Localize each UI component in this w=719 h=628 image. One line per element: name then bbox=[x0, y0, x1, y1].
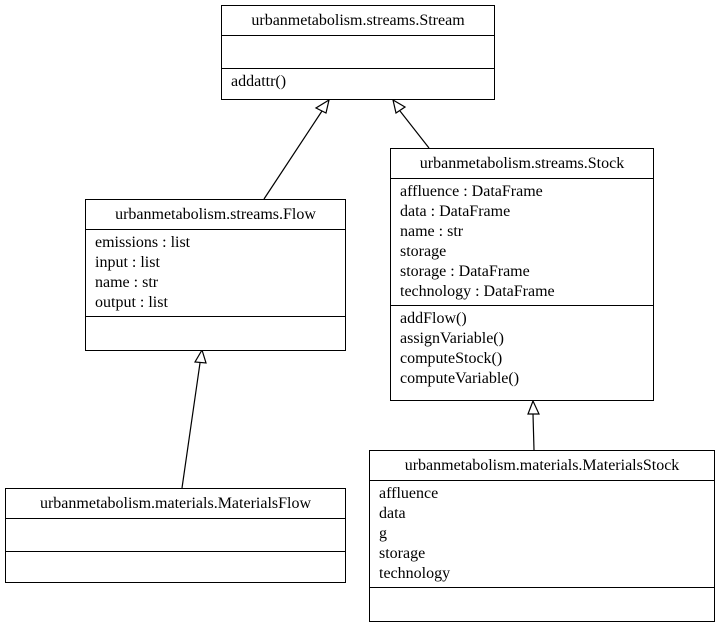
edge-stock-to-stream bbox=[399, 110, 430, 149]
edge-materialsstock-to-stock bbox=[532, 413, 535, 451]
inheritance-arrowhead bbox=[194, 348, 207, 364]
class-name: urbanmetabolism.streams.Flow bbox=[86, 200, 345, 230]
attribute: data bbox=[379, 505, 406, 522]
method: computeStock() bbox=[400, 350, 503, 367]
methods-section bbox=[370, 588, 714, 594]
method: addattr() bbox=[231, 73, 287, 90]
methods-section: addattr() bbox=[222, 69, 494, 95]
class-stock[interactable]: urbanmetabolism.streams.Stock affluence … bbox=[390, 148, 654, 401]
attribute: data : DataFrame bbox=[400, 203, 511, 220]
attribute: storage bbox=[379, 545, 426, 562]
class-name: urbanmetabolism.streams.Stock bbox=[391, 149, 653, 179]
class-name: urbanmetabolism.streams.Stream bbox=[222, 6, 494, 36]
attributes-section: affluence : DataFrame data : DataFrame n… bbox=[391, 179, 653, 306]
inheritance-arrowhead bbox=[314, 98, 330, 114]
method: computeVariable() bbox=[400, 370, 520, 387]
edge-materialsflow-to-flow bbox=[181, 362, 201, 489]
inheritance-arrowhead bbox=[527, 399, 540, 415]
attribute: technology : DataFrame bbox=[400, 283, 555, 300]
class-name: urbanmetabolism.materials.MaterialsFlow bbox=[6, 489, 345, 519]
attribute: storage : DataFrame bbox=[400, 263, 530, 280]
attribute: storage bbox=[400, 243, 447, 260]
attribute: name : str bbox=[95, 274, 159, 291]
method: assignVariable() bbox=[400, 330, 504, 347]
methods-section: addFlow() assignVariable() computeStock(… bbox=[391, 306, 653, 392]
attribute: emissions : list bbox=[95, 234, 191, 251]
methods-section bbox=[6, 552, 345, 558]
attribute: output : list bbox=[95, 294, 168, 311]
class-stream[interactable]: urbanmetabolism.streams.Stream addattr() bbox=[221, 5, 495, 100]
attribute: affluence : DataFrame bbox=[400, 183, 543, 200]
class-materials-stock[interactable]: urbanmetabolism.materials.MaterialsStock… bbox=[369, 450, 715, 622]
edge-flow-to-stream bbox=[263, 110, 323, 200]
attribute: name : str bbox=[400, 223, 464, 240]
attribute: affluence bbox=[379, 485, 439, 502]
attributes-section bbox=[6, 519, 345, 552]
attribute: input : list bbox=[95, 254, 160, 271]
inheritance-arrowhead bbox=[392, 98, 407, 114]
class-name: urbanmetabolism.materials.MaterialsStock bbox=[370, 451, 714, 481]
attributes-section: emissions : list input : list name : str… bbox=[86, 230, 345, 317]
method: addFlow() bbox=[400, 310, 467, 327]
attribute: technology bbox=[379, 565, 451, 582]
class-materials-flow[interactable]: urbanmetabolism.materials.MaterialsFlow bbox=[5, 488, 346, 583]
class-flow[interactable]: urbanmetabolism.streams.Flow emissions :… bbox=[85, 199, 346, 351]
attributes-section: affluence data g storage technology bbox=[370, 481, 714, 588]
attributes-section bbox=[222, 36, 494, 69]
methods-section bbox=[86, 317, 345, 323]
attribute: g bbox=[379, 525, 387, 542]
